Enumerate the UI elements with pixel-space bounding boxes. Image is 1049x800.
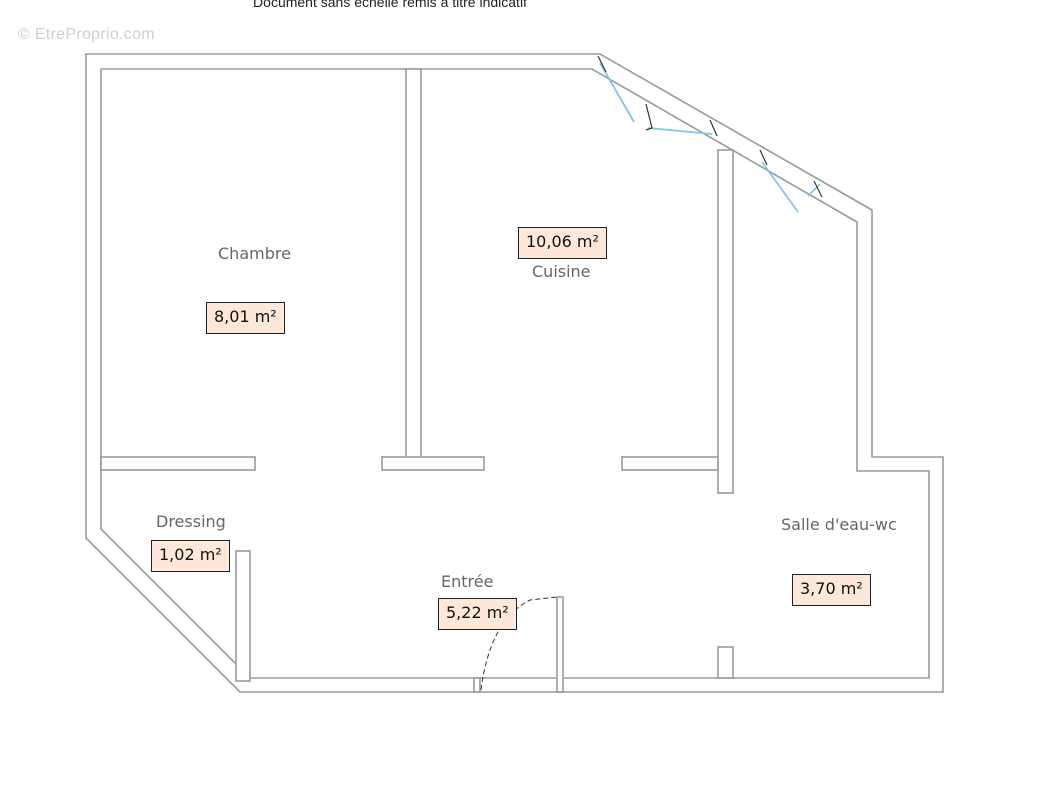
wall-dressing bbox=[235, 550, 251, 682]
wall-door-jamb-left bbox=[473, 677, 481, 693]
wall-cuisine-bottom bbox=[621, 456, 719, 471]
window-1-leaf-2 bbox=[647, 127, 713, 135]
room-label-salle-eau: Salle d'eau-wc bbox=[781, 515, 897, 534]
wall-salle-left bbox=[717, 149, 734, 494]
wall-chambre-bottom-left bbox=[100, 456, 256, 471]
room-label-chambre: Chambre bbox=[218, 244, 291, 263]
area-badge-dressing: 1,02 m² bbox=[151, 540, 230, 572]
window-2-leaf-2 bbox=[807, 183, 821, 197]
wall-stub-bottom bbox=[717, 646, 734, 679]
window-2-leaf bbox=[761, 161, 799, 213]
wall-chambre-right bbox=[405, 68, 422, 463]
wall-chambre-bottom-mid bbox=[381, 456, 485, 471]
room-label-cuisine: Cuisine bbox=[532, 262, 591, 281]
outer-wall bbox=[85, 53, 944, 693]
room-label-entree: Entrée bbox=[441, 572, 494, 591]
plan-caption: Document sans échelle remis à titre indi… bbox=[253, 0, 527, 10]
window-1-leaf bbox=[599, 62, 635, 123]
room-label-dressing: Dressing bbox=[156, 512, 226, 531]
area-badge-chambre: 8,01 m² bbox=[206, 302, 285, 334]
area-badge-entree: 5,22 m² bbox=[438, 598, 517, 630]
area-badge-cuisine: 10,06 m² bbox=[518, 227, 607, 259]
watermark: © EtreProprio.com bbox=[18, 26, 155, 43]
walls bbox=[85, 53, 944, 693]
wall-door-jamb-right bbox=[556, 596, 564, 693]
window-frames bbox=[597, 55, 823, 198]
windows bbox=[599, 62, 821, 213]
area-badge-salle-eau: 3,70 m² bbox=[792, 574, 871, 606]
